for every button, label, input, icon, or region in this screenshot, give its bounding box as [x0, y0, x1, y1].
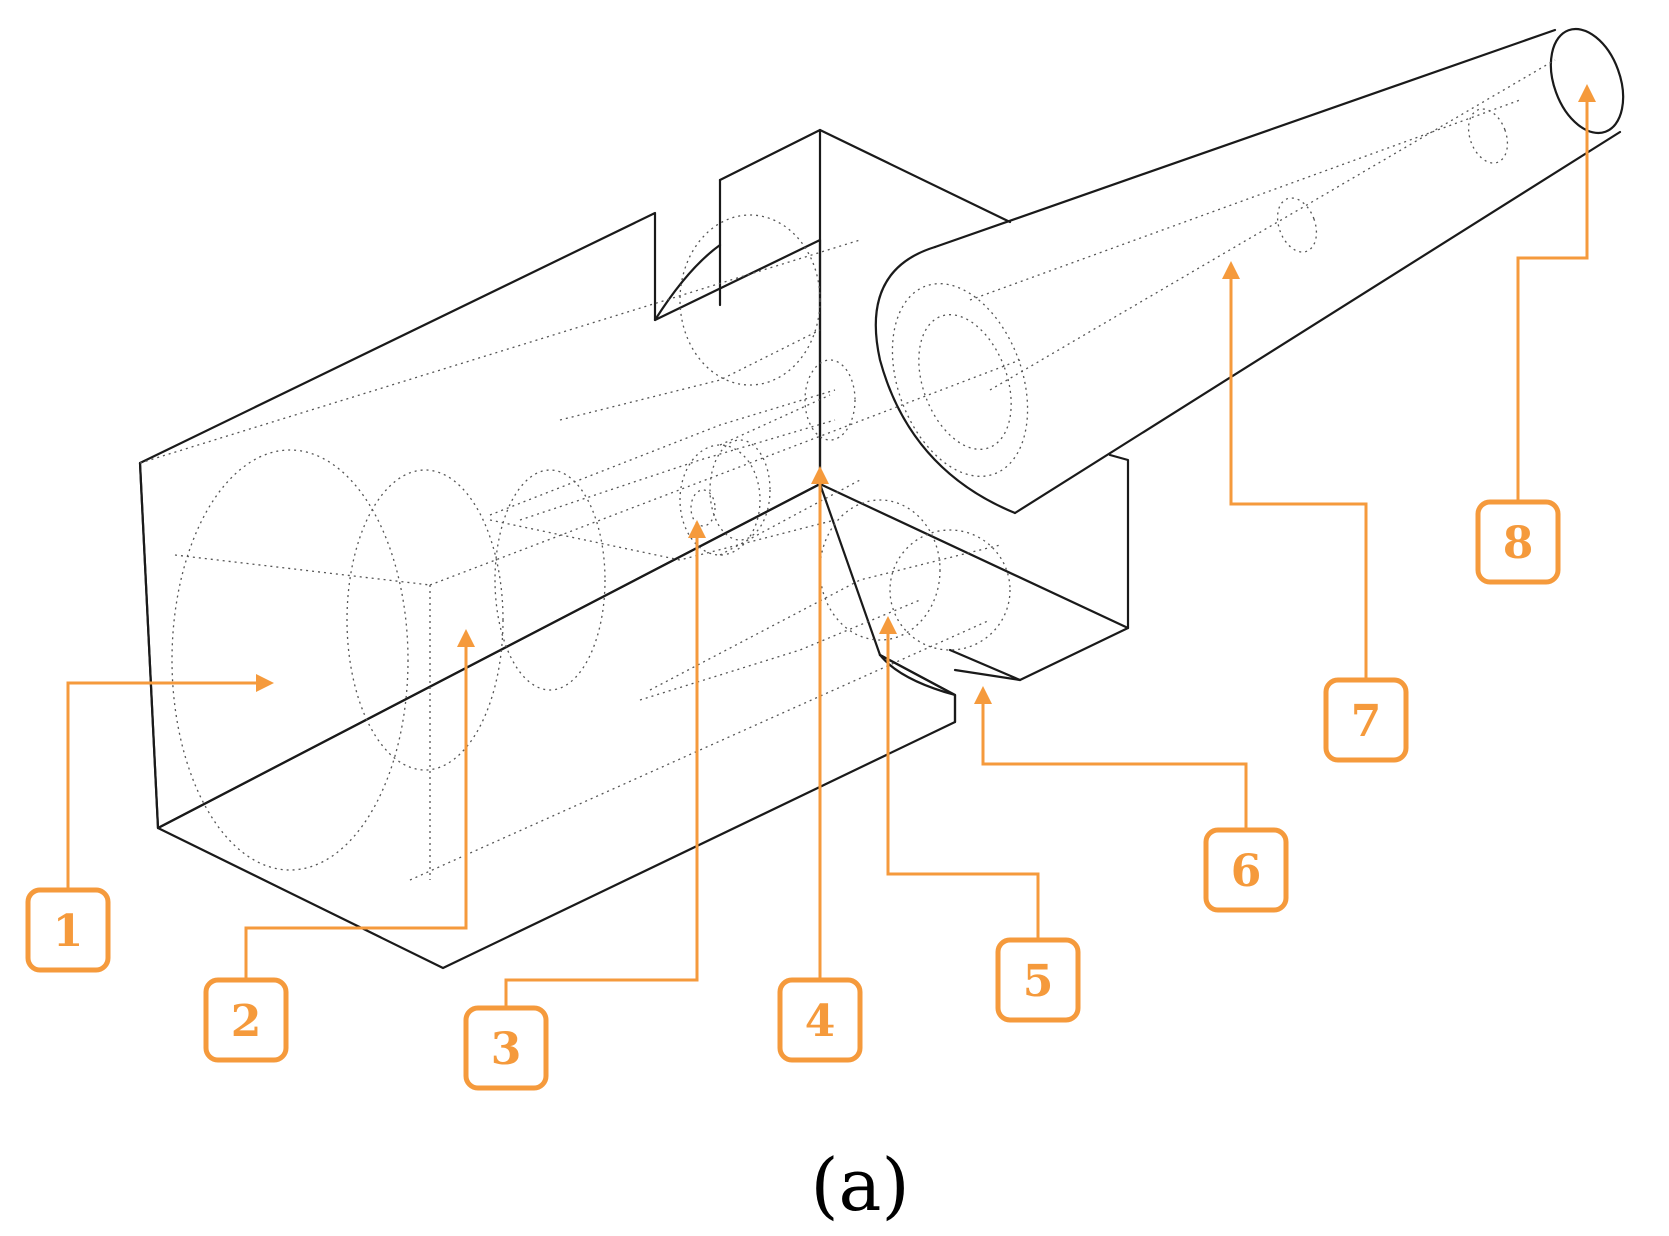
callout-1: 1 — [25, 887, 111, 973]
callout-3: 3 — [463, 1005, 549, 1091]
callout-7: 7 — [1323, 677, 1409, 763]
callout-5-label: 5 — [1023, 956, 1054, 1007]
callout-8-label: 8 — [1503, 518, 1534, 569]
main-housing — [138, 128, 957, 970]
rear-block — [818, 128, 1130, 724]
leader-6 — [974, 686, 1248, 830]
callout-5: 5 — [995, 937, 1081, 1023]
figure-caption: (a) — [810, 1143, 909, 1227]
leader-2 — [244, 629, 475, 980]
leader-1 — [66, 674, 274, 890]
callout-2-label: 2 — [231, 996, 262, 1047]
callouts: 1 2 3 4 5 6 7 8 — [25, 499, 1561, 1091]
callout-4-label: 4 — [805, 996, 836, 1047]
callout-8: 8 — [1475, 499, 1561, 585]
callout-6: 6 — [1203, 827, 1289, 913]
callout-4: 4 — [777, 977, 863, 1063]
leader-8 — [1516, 84, 1596, 502]
callout-7-label: 7 — [1351, 696, 1382, 747]
callout-3-label: 3 — [491, 1024, 522, 1075]
leader-7 — [1222, 261, 1368, 680]
conical-nozzle — [874, 27, 1625, 515]
callout-6-label: 6 — [1231, 846, 1262, 897]
internal-hidden-geometry — [139, 214, 1021, 881]
leader-4 — [811, 466, 829, 980]
leader-lines — [66, 84, 1596, 1008]
callout-2: 2 — [203, 977, 289, 1063]
leader-3 — [504, 520, 706, 1008]
callout-1-label: 1 — [53, 906, 84, 957]
leader-5 — [879, 616, 1040, 940]
